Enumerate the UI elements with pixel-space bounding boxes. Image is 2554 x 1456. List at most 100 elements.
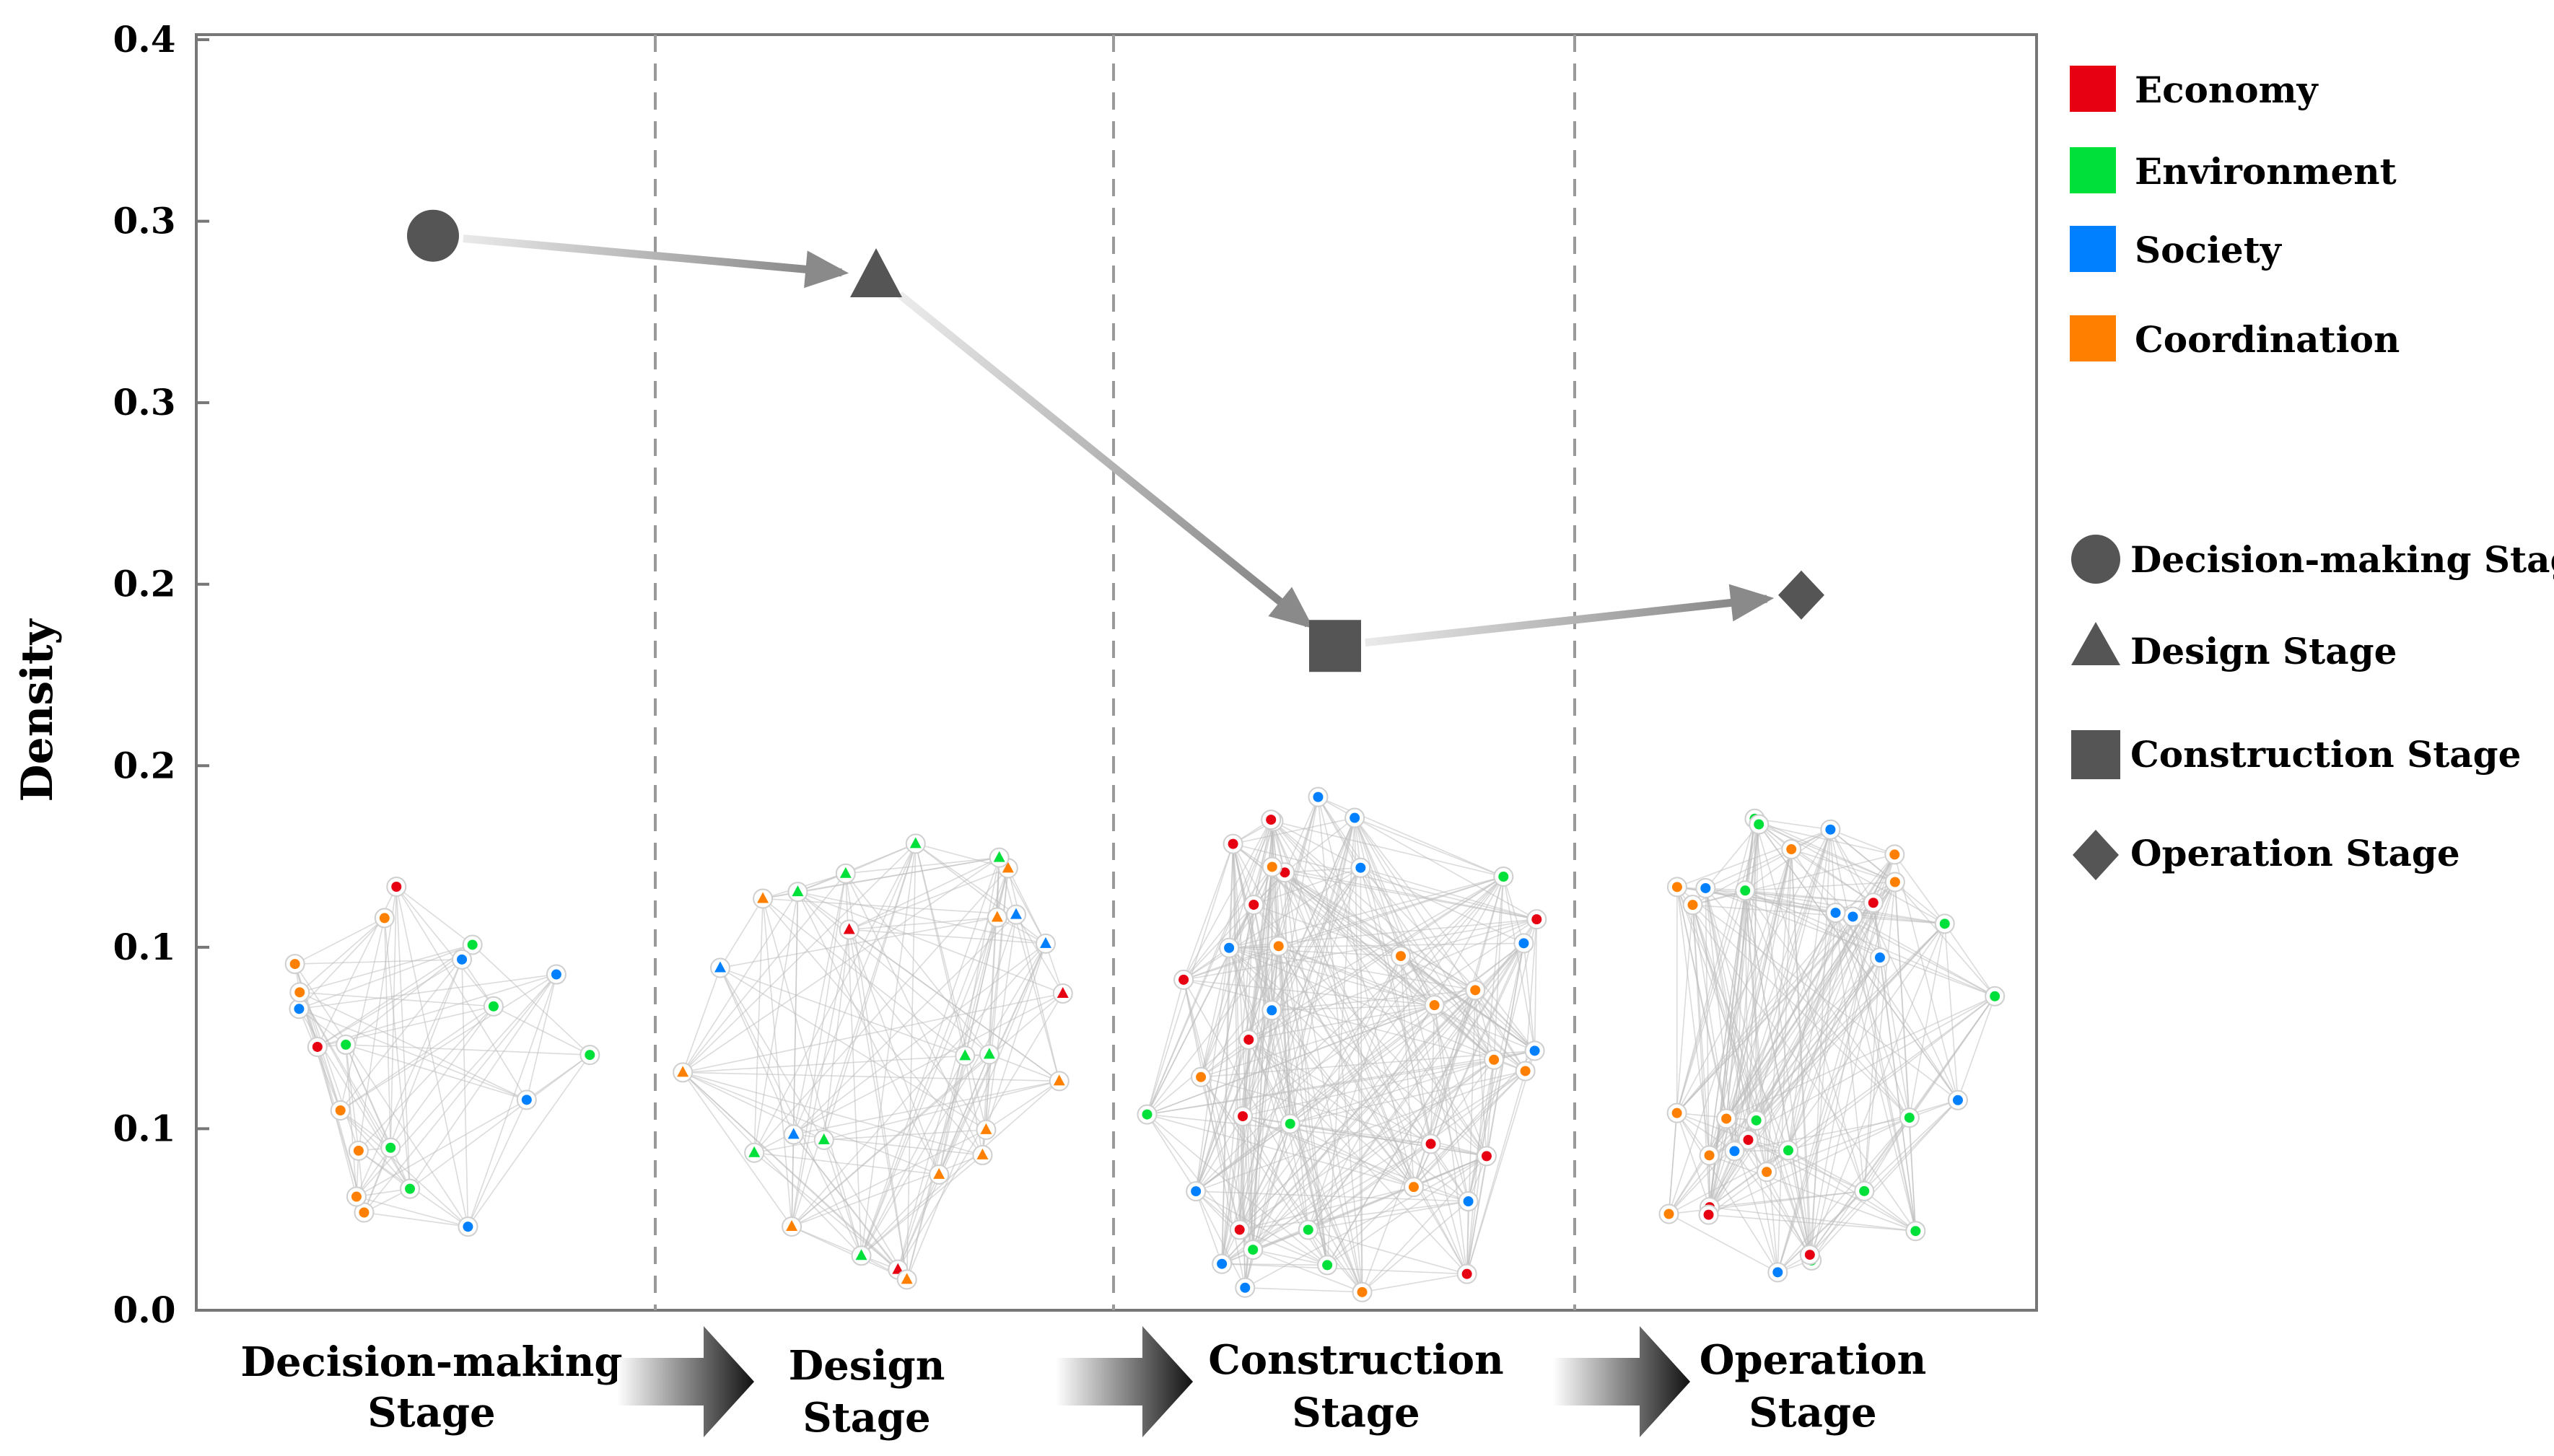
series-markers (407, 209, 1824, 672)
series-arrowhead-1 (1268, 587, 1314, 629)
network-edge (1709, 1154, 1916, 1232)
network-edge (1232, 843, 1241, 1230)
network-node (294, 987, 305, 998)
network-edge (1326, 1155, 1487, 1266)
network-edge (1692, 905, 1727, 1119)
network-node (341, 1039, 351, 1050)
network-edge (1290, 942, 1524, 1125)
network-node (1280, 867, 1290, 878)
network-node (1786, 844, 1797, 855)
network-edge (345, 1044, 411, 1189)
network-edge (720, 968, 862, 1256)
network-edge (1744, 824, 1759, 891)
network-edge (1147, 1058, 1495, 1115)
network-edge (1676, 887, 1727, 1119)
network-edge (1676, 916, 1854, 1114)
network-edge (1788, 1149, 1865, 1192)
network-edge (1766, 1117, 1910, 1173)
network-edge (1523, 943, 1536, 1051)
network-node (1408, 1182, 1419, 1193)
network-node (1039, 937, 1051, 948)
network-edge (467, 1100, 528, 1227)
network-edge (1228, 947, 1291, 1124)
plot-area (195, 33, 2038, 1312)
network-edge (1284, 797, 1319, 873)
network-edge (753, 898, 764, 1153)
network-edge (1668, 848, 1792, 1214)
network-edge (1692, 904, 1910, 1118)
network-edge (682, 1071, 940, 1175)
network-edge (1146, 1113, 1328, 1266)
x-label-decision-making: Decision-making (240, 1338, 622, 1386)
network-edge (791, 873, 847, 1227)
network-edge (1834, 912, 1910, 1118)
network-edge (1146, 819, 1272, 1115)
network-edge (1863, 957, 1881, 1191)
network-edge (797, 891, 1064, 994)
network-edge (1705, 887, 1910, 1118)
network-edge (1238, 867, 1273, 1230)
network-node (1904, 1113, 1915, 1123)
network-node (1847, 911, 1858, 922)
network-edge (1705, 887, 1779, 1273)
network-node (488, 1001, 499, 1012)
network-edge (1308, 1229, 1467, 1275)
network-edge (1147, 1113, 1414, 1188)
network-edge (1245, 1286, 1363, 1293)
network-edge (1943, 924, 1959, 1100)
network-edge (1272, 989, 1476, 1012)
network-edge (356, 1099, 528, 1198)
network-edge (860, 1174, 940, 1256)
network-edge (762, 898, 862, 1256)
network-edge (1146, 979, 1184, 1115)
series-marker-3 (1778, 570, 1824, 620)
network-edge (1467, 1059, 1495, 1202)
network-node (1743, 1134, 1754, 1145)
network-node (335, 1105, 346, 1115)
network-edge (1244, 1123, 1291, 1288)
network-edge (1745, 890, 1945, 925)
legend-shape-square (2071, 730, 2120, 779)
series-segment-2 (1365, 595, 1767, 647)
network-node (1703, 1209, 1714, 1220)
network-edge (1676, 818, 1756, 1113)
network-node (1217, 1258, 1228, 1269)
network-thumbnails (284, 786, 2006, 1302)
network-node (353, 1145, 364, 1156)
network-edge (1221, 817, 1355, 1264)
network-node (1825, 824, 1836, 835)
series-arrowhead-2 (1728, 584, 1775, 622)
network-node (1740, 885, 1751, 896)
network-edge (1147, 1004, 1435, 1115)
network-edge (1708, 890, 1746, 1156)
network-edge (1909, 924, 1946, 1118)
network-edge (682, 1071, 792, 1227)
network-edge (1726, 848, 1792, 1119)
network-edge (346, 1044, 590, 1056)
network-edge (682, 1071, 983, 1156)
network-edge (845, 856, 1000, 874)
network-edge (1957, 996, 1995, 1101)
network-node (1266, 815, 1277, 825)
y-tick-label-7: 0.4 (113, 18, 176, 61)
series-marker-1 (850, 248, 902, 298)
network-edge (1788, 1149, 1916, 1232)
network-edge (1270, 819, 1468, 1274)
network-edge (340, 973, 557, 1111)
network-edge (1354, 817, 1435, 1006)
network-node (976, 1148, 989, 1159)
network-node (983, 1048, 995, 1059)
network-node (909, 837, 922, 848)
y-tick-label-0: 0.0 (113, 1289, 176, 1331)
network-edge (792, 873, 847, 1135)
network-edge (1271, 867, 1291, 1124)
network-edge (1474, 990, 1487, 1157)
network-edge (1284, 872, 1414, 1188)
legend-label-design-stage: Design Stage (2130, 630, 2397, 672)
network-edge (356, 959, 463, 1197)
network-node (1910, 1226, 1921, 1237)
network-edge (1183, 866, 1273, 981)
network-edge (1534, 919, 1538, 1051)
legend-label-operation-stage: Operation Stage (2130, 832, 2460, 874)
network-node (1671, 882, 1682, 893)
